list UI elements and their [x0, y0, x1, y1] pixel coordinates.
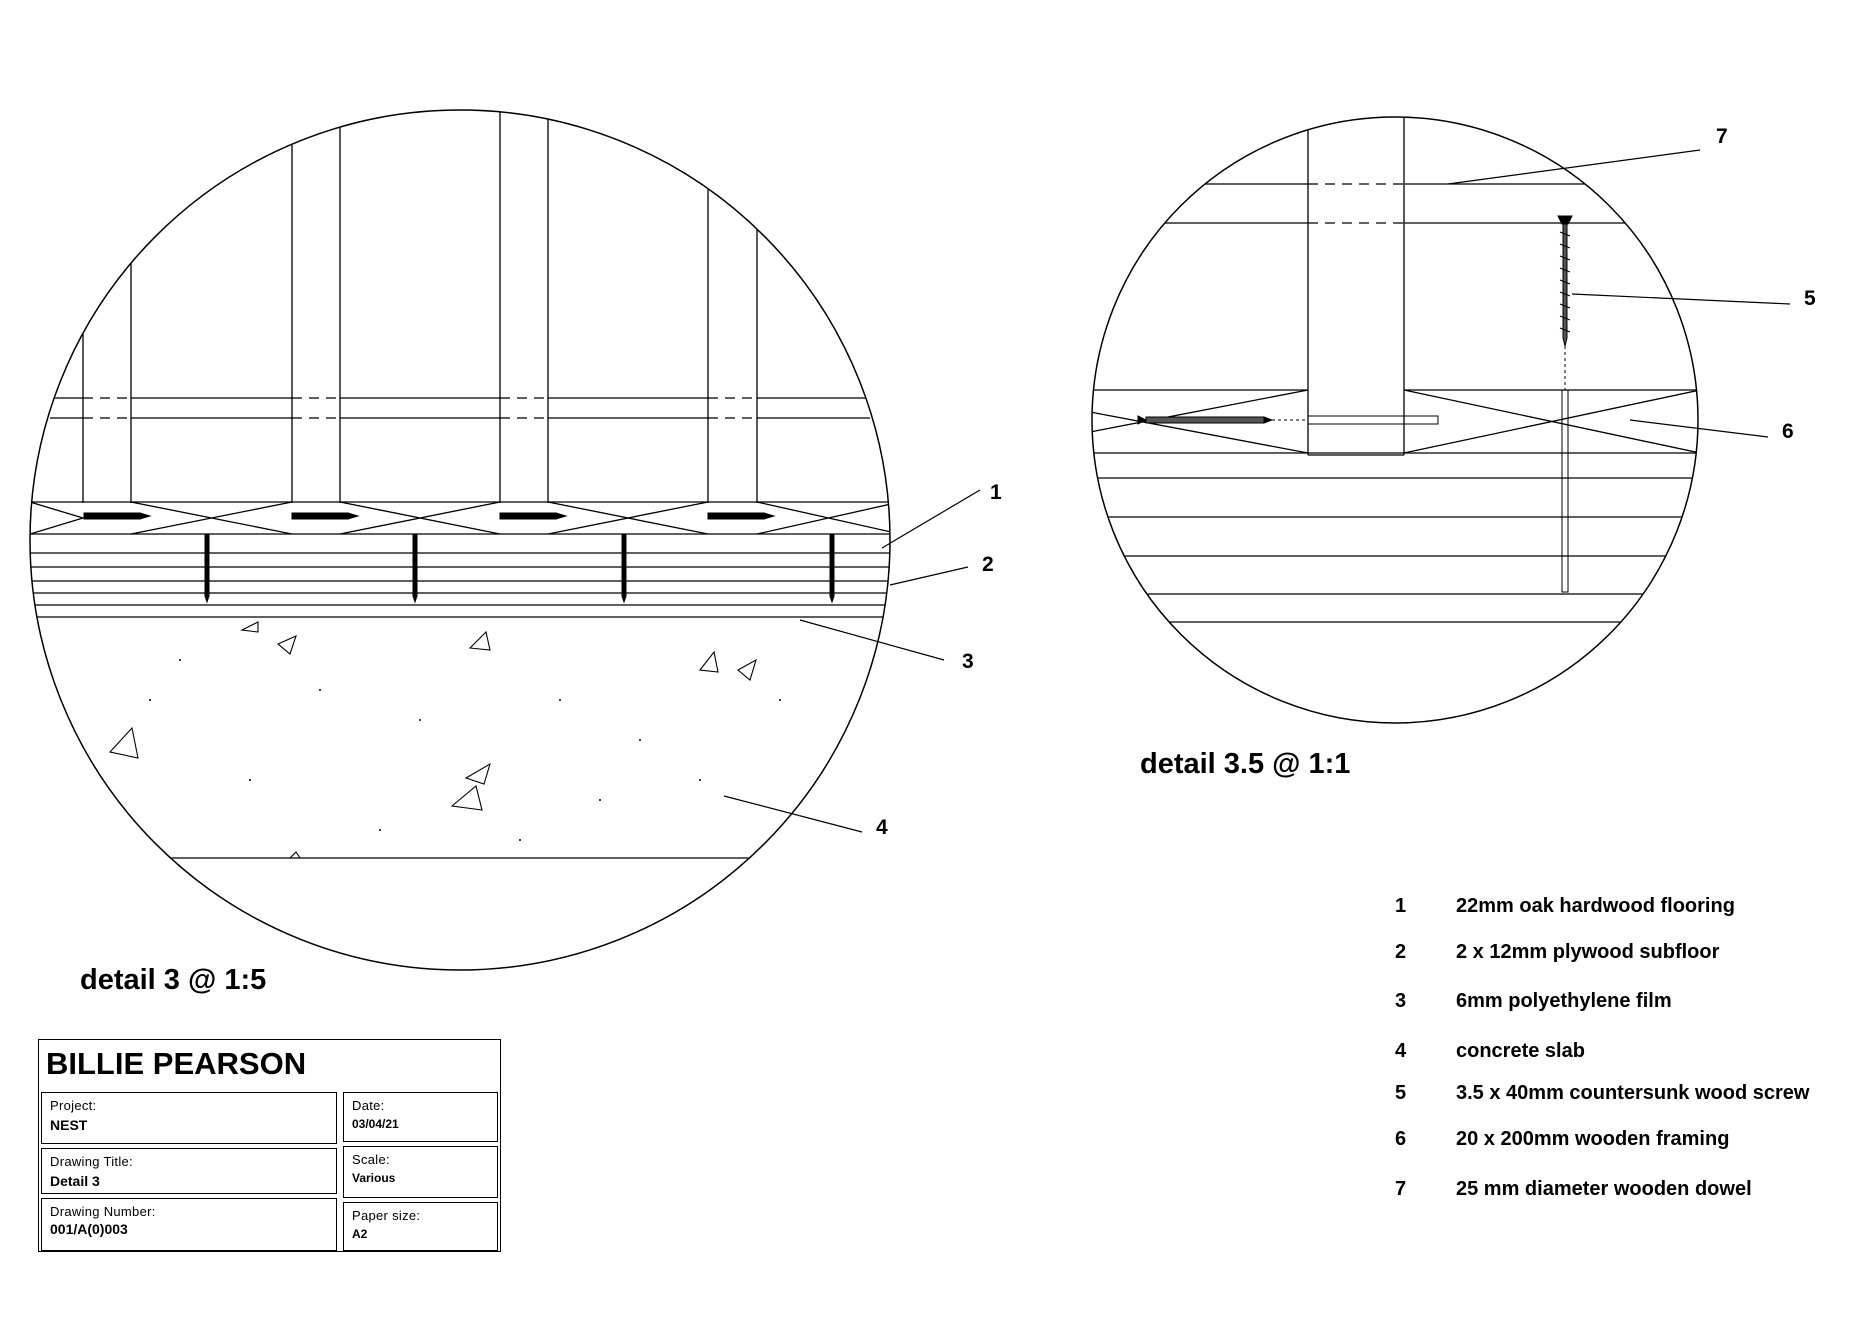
legend-text: 25 mm diameter wooden dowel — [1456, 1178, 1752, 1200]
legend-number: 2 — [1395, 941, 1407, 963]
project-value: NEST — [50, 1117, 88, 1133]
callout-4: 4 — [876, 816, 888, 839]
date-value: 03/04/21 — [352, 1117, 399, 1131]
screws-large — [83, 512, 835, 604]
callout-5: 5 — [1804, 287, 1816, 310]
callout-2: 2 — [982, 553, 994, 576]
legend-text: concrete slab — [1456, 1040, 1585, 1062]
legend-number: 7 — [1395, 1178, 1407, 1200]
detail-3-5-section — [1091, 116, 1791, 724]
materials-legend: 1 22mm oak hardwood flooring 2 2 x 12mm … — [1395, 895, 1865, 1224]
legend-text: 6mm polyethylene film — [1456, 990, 1672, 1012]
vertical-screw — [1557, 215, 1573, 593]
legend-number: 4 — [1395, 1040, 1407, 1062]
author-name: BILLIE PEARSON — [46, 1046, 307, 1081]
legend-row: 5 3.5 x 40mm countersunk wood screw — [1395, 1082, 1865, 1128]
legend-text: 3.5 x 40mm countersunk wood screw — [1456, 1082, 1810, 1104]
detail-3-5-caption: detail 3.5 @ 1:1 — [1140, 748, 1351, 780]
horizontal-screw — [1137, 415, 1439, 425]
detail-3-outline — [29, 109, 891, 971]
floor-layers — [30, 552, 890, 618]
paper-size-label: Paper size: — [352, 1208, 421, 1223]
legend-row: 4 concrete slab — [1395, 1040, 1865, 1082]
legend-row: 3 6mm polyethylene film — [1395, 987, 1865, 1040]
detail-3-5-outline — [1091, 116, 1699, 724]
legend-row: 1 22mm oak hardwood flooring — [1395, 895, 1865, 941]
drawing-title-label: Drawing Title: — [50, 1154, 133, 1169]
legend-row: 7 25 mm diameter wooden dowel — [1395, 1178, 1865, 1224]
concrete-aggregate — [108, 621, 757, 859]
detail-3-caption: detail 3 @ 1:5 — [80, 964, 267, 996]
scale-cell: Scale: Various — [343, 1146, 498, 1198]
legend-text: 2 x 12mm plywood subfloor — [1456, 941, 1720, 963]
concrete-speckle — [149, 659, 781, 841]
drawing-title-value: Detail 3 — [50, 1173, 100, 1189]
detail-3-section — [29, 109, 981, 971]
wooden-dowel-lines — [50, 397, 870, 419]
drawing-title-cell: Drawing Title: Detail 3 — [41, 1148, 337, 1194]
callout-7: 7 — [1716, 125, 1728, 148]
date-cell: Date: 03/04/21 — [343, 1092, 498, 1142]
date-label: Date: — [352, 1098, 385, 1113]
callout-1: 1 — [990, 481, 1002, 504]
drawing-number-label: Drawing Number: — [50, 1204, 156, 1219]
framing-base-plate — [30, 501, 890, 535]
title-block: BILLIE PEARSON Project: NEST Date: 03/04… — [38, 1039, 501, 1252]
legend-number: 1 — [1395, 895, 1407, 917]
scale-value: Various — [352, 1171, 396, 1185]
callout-3: 3 — [962, 650, 974, 673]
paper-size-value: A2 — [352, 1227, 368, 1241]
scale-label: Scale: — [352, 1152, 390, 1167]
legend-text: 22mm oak hardwood flooring — [1456, 895, 1735, 917]
leader-lines-small — [1447, 149, 1791, 438]
project-label: Project: — [50, 1098, 97, 1113]
wooden-framing-posts — [82, 110, 758, 503]
legend-text: 20 x 200mm wooden framing — [1456, 1128, 1730, 1150]
drawing-number-value: 001/A(0)003 — [50, 1221, 128, 1237]
paper-size-cell: Paper size: A2 — [343, 1202, 498, 1251]
legend-number: 5 — [1395, 1082, 1407, 1104]
legend-row: 2 2 x 12mm plywood subfloor — [1395, 941, 1865, 987]
legend-number: 3 — [1395, 990, 1407, 1012]
drawing-number-cell: Drawing Number: 001/A(0)003 — [41, 1198, 337, 1251]
callout-6: 6 — [1782, 420, 1794, 443]
legend-number: 6 — [1395, 1128, 1407, 1150]
leader-lines-large — [723, 489, 981, 833]
legend-row: 6 20 x 200mm wooden framing — [1395, 1128, 1865, 1178]
project-cell: Project: NEST — [41, 1092, 337, 1144]
